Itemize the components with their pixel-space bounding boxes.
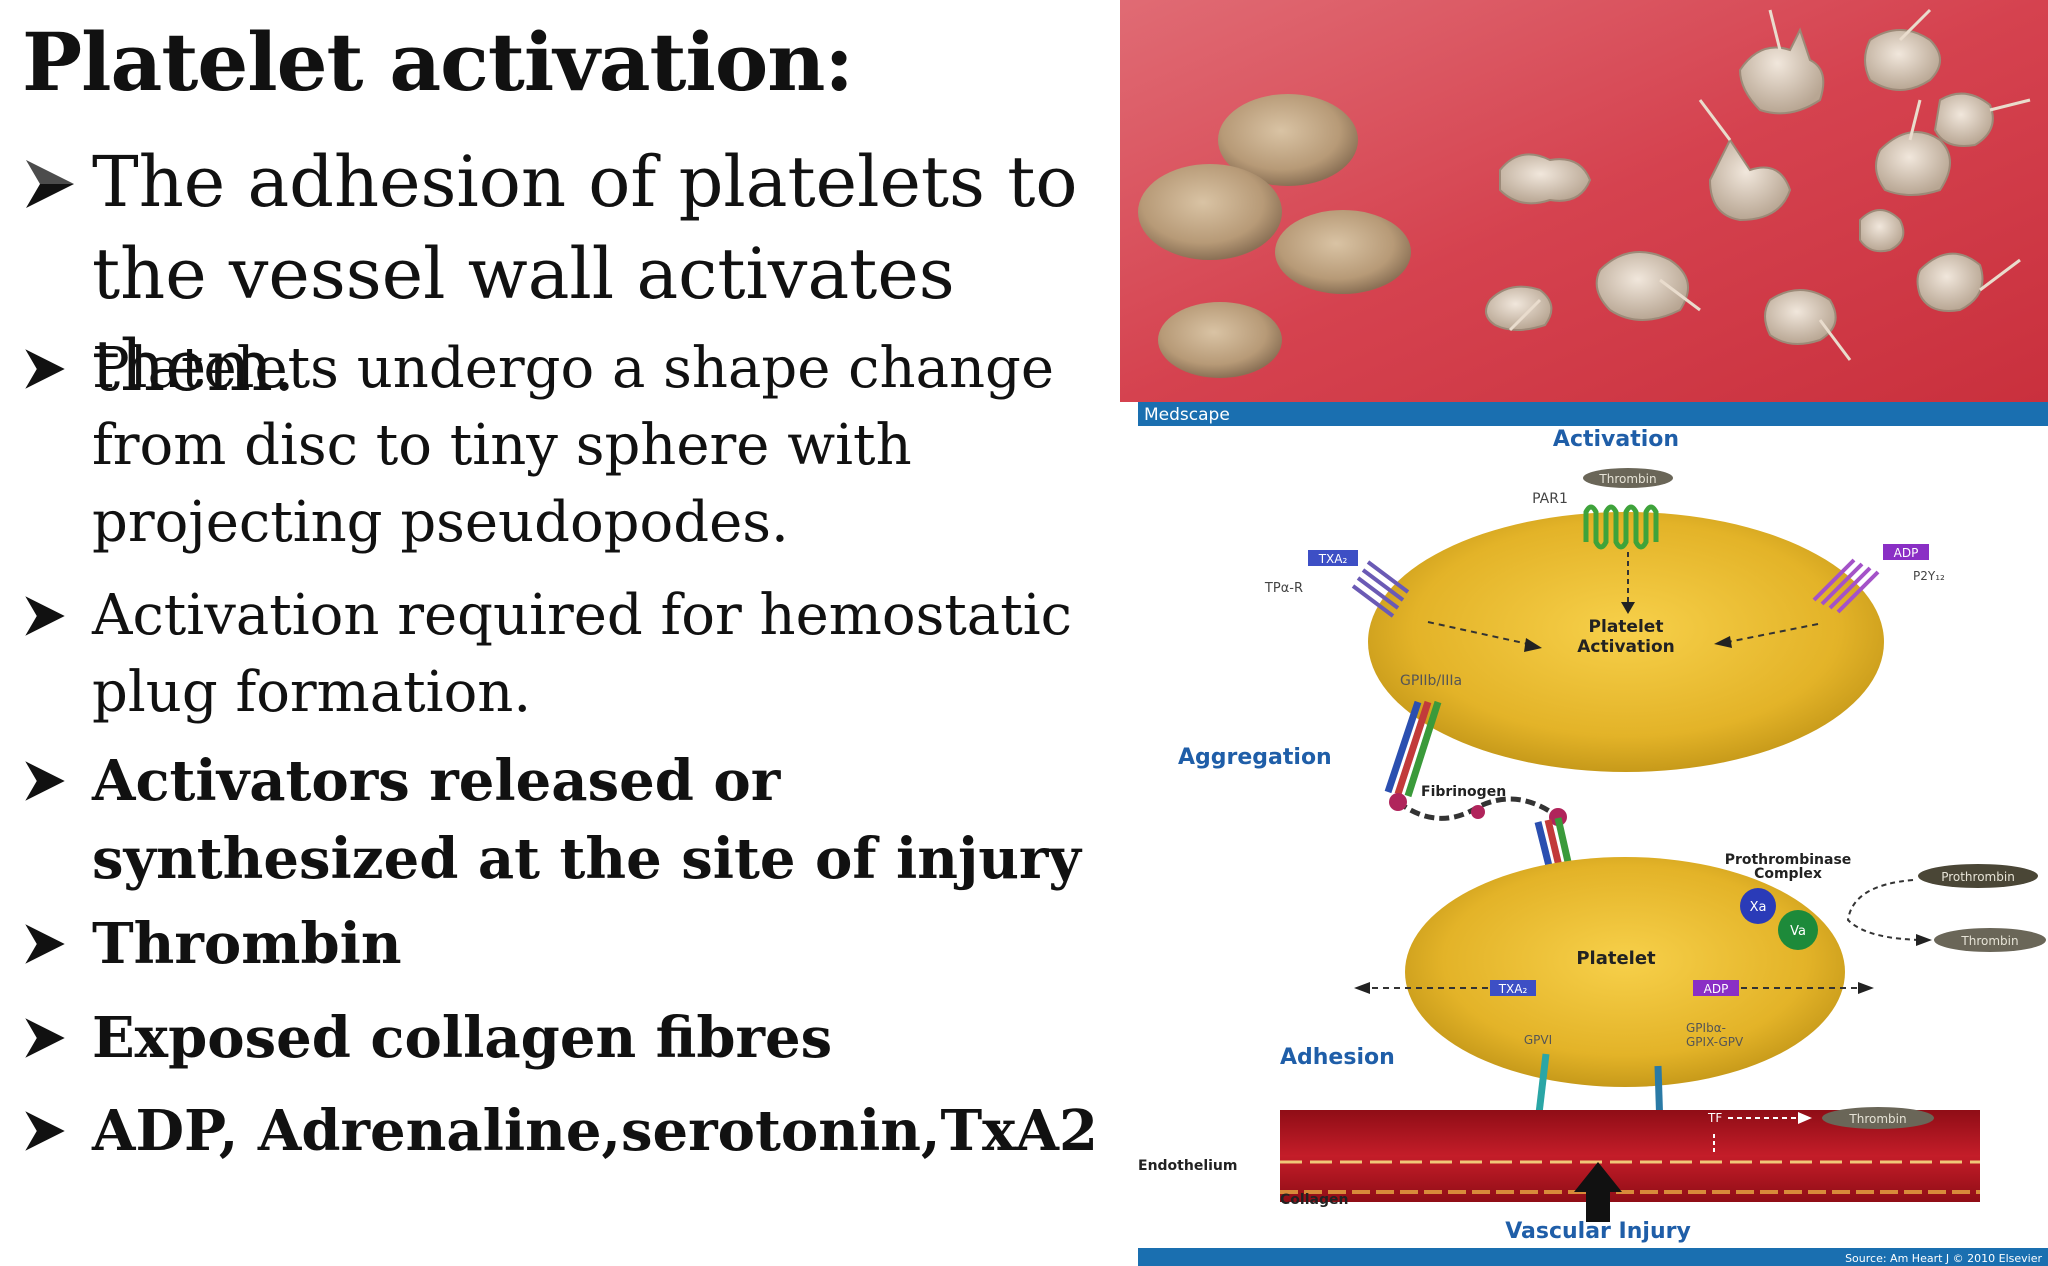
pseudopodes bbox=[1508, 8, 2031, 361]
platelet-activation-label-1: Platelet bbox=[1589, 617, 1664, 637]
lower-platelet bbox=[1405, 857, 1845, 1087]
fibrinogen-chain bbox=[1389, 793, 1567, 826]
gpvi-label: GPVI bbox=[1524, 1033, 1552, 1047]
adhesion-label: Adhesion bbox=[1280, 1045, 1395, 1070]
endothelium-label: Endothelium bbox=[1138, 1158, 1237, 1174]
arrow-bullet-icon bbox=[22, 742, 92, 804]
adp-box bbox=[1883, 544, 1929, 560]
xa-circle bbox=[1740, 888, 1776, 924]
footer-bar bbox=[1138, 1248, 2048, 1266]
collagen-label: Collagen bbox=[1280, 1192, 1348, 1208]
thrombin-pill-top bbox=[1583, 468, 1673, 488]
resting-platelets bbox=[1138, 94, 1411, 378]
slide-title: Platelet activation: bbox=[22, 15, 854, 109]
upper-platelet bbox=[1368, 512, 1884, 772]
par1-label: PAR1 bbox=[1532, 491, 1568, 507]
injury-arrow-icon bbox=[1574, 1162, 1622, 1222]
par1-receptor bbox=[1583, 504, 1659, 550]
va-circle bbox=[1778, 910, 1818, 950]
adp-label: ADP bbox=[1894, 546, 1919, 560]
bullet-item: Exposed collagen fibres bbox=[22, 999, 1132, 1077]
arrow-bullet-icon bbox=[22, 136, 92, 212]
platelet-activation-label-2: Activation bbox=[1577, 637, 1674, 657]
platelet-activation-diagram: Medscape Activation Thrombin PAR1 TXA₂ T… bbox=[1138, 402, 2048, 1266]
fibrinogen-label: Fibrinogen bbox=[1421, 784, 1506, 800]
vascular-injury-label: Vascular Injury bbox=[1505, 1219, 1691, 1244]
p2y12-label: P2Y₁₂ bbox=[1913, 569, 1945, 583]
txa2-label: TXA₂ bbox=[1318, 552, 1348, 566]
thrombin-right-label: Thrombin bbox=[1960, 934, 2018, 948]
tpr-label: TPα-R bbox=[1264, 581, 1303, 596]
prothrombin-pill bbox=[1918, 864, 2038, 888]
activated-platelets bbox=[1485, 27, 1994, 345]
platelet-micrograph-image bbox=[1120, 0, 2048, 402]
gpib-label-2: GPIX-GPV bbox=[1686, 1035, 1744, 1049]
platelet-label: Platelet bbox=[1576, 948, 1656, 969]
arrow-bullet-icon bbox=[22, 577, 92, 639]
source-label: Source: Am Heart J © 2010 Elsevier bbox=[1845, 1252, 2042, 1265]
gpib-label-1: GPIbα- bbox=[1686, 1021, 1726, 1035]
adp-lower-label: ADP bbox=[1704, 982, 1729, 996]
header-bar bbox=[1138, 402, 2048, 426]
activation-label: Activation bbox=[1553, 427, 1679, 452]
thrombin-pill-right bbox=[1934, 928, 2046, 952]
bullet-text: Exposed collagen fibres bbox=[92, 1005, 833, 1071]
prothrombinase-label-1: Prothrombinase bbox=[1725, 852, 1852, 868]
prothrombinase-label-2: Complex bbox=[1754, 866, 1822, 882]
bullet-item: ADP, Adrenaline,serotonin,TxA2 bbox=[22, 1092, 1132, 1170]
brand-label: Medscape bbox=[1144, 405, 1230, 425]
thrombin-pill-bottom bbox=[1822, 1107, 1934, 1129]
va-label: Va bbox=[1790, 924, 1806, 939]
arrow-bullet-icon bbox=[22, 330, 92, 392]
bullet-text: Thrombin bbox=[92, 911, 402, 977]
bullet-item: Thrombin bbox=[22, 905, 1132, 983]
thrombin-bottom-label: Thrombin bbox=[1848, 1112, 1906, 1126]
thrombin-top-label: Thrombin bbox=[1598, 472, 1656, 486]
tpr-receptor bbox=[1351, 560, 1410, 618]
arrow-bullet-icon bbox=[22, 905, 92, 967]
txa2-box bbox=[1308, 550, 1358, 566]
adp-lower-box bbox=[1693, 980, 1739, 996]
p2y12-receptor bbox=[1812, 558, 1880, 614]
tf-label: TF bbox=[1707, 1111, 1722, 1125]
arrow-bullet-icon bbox=[22, 1092, 92, 1154]
arrow-bullet-icon bbox=[22, 999, 92, 1061]
aggregation-label: Aggregation bbox=[1178, 745, 1332, 770]
gpiib-integrin bbox=[1384, 700, 1442, 798]
txa2-lower-box bbox=[1490, 980, 1536, 996]
bullet-text: ADP, Adrenaline,serotonin,TxA2 bbox=[92, 1098, 1098, 1164]
prothrombin-label: Prothrombin bbox=[1941, 870, 2015, 884]
txa2-lower-label: TXA₂ bbox=[1498, 982, 1528, 996]
gpiib-label: GPIIb/IIIa bbox=[1400, 673, 1462, 689]
xa-label: Xa bbox=[1750, 900, 1767, 915]
